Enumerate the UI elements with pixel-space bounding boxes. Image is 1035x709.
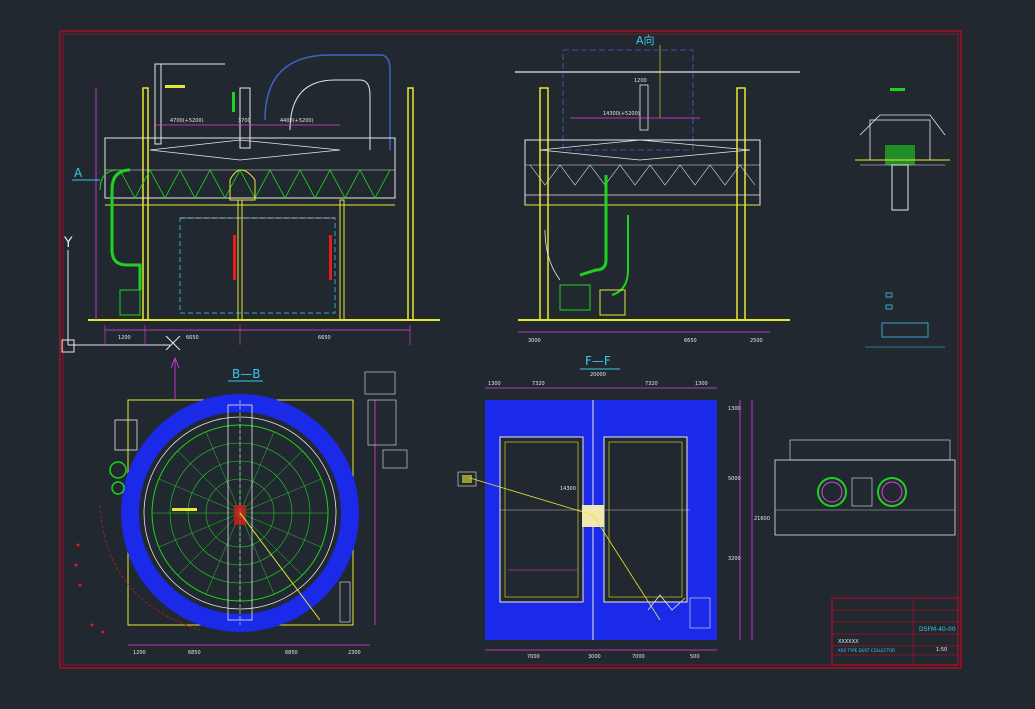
dim-left-top-2: 3700 xyxy=(238,118,251,124)
dim-mid-bottom-3: 2500 xyxy=(750,338,763,344)
dim-ff-bottom-4: 500 xyxy=(690,654,700,660)
drawing-border-outer xyxy=(59,30,962,669)
left-elevation-view: 4700(+5200) 3700 4400(+5200) 1200 6650 6… xyxy=(72,54,440,345)
view-a-title: A向 xyxy=(636,33,655,47)
section-ff-plan: F—F 1300 7320 20000 7320 1300 7000 3000 … xyxy=(457,354,770,660)
dim-mid-bottom-1: 3000 xyxy=(528,338,541,344)
ucs-y-label: Y xyxy=(63,235,73,251)
dim-left-top-3: 4400(+5200) xyxy=(280,118,314,124)
dim-ff-top-3: 20000 xyxy=(590,372,606,378)
dim-ff-top-1: 1300 xyxy=(488,381,501,387)
drawing-border-inner xyxy=(62,33,959,666)
title-scale: 1:50 xyxy=(936,647,947,653)
legend-block xyxy=(865,292,945,348)
dim-bb-bottom-3: 6850 xyxy=(285,650,298,656)
title-main: XXXXXX xyxy=(838,639,859,645)
dim-left-bottom-3: 6650 xyxy=(318,335,331,341)
dim-ff-right-3: 3200 xyxy=(728,556,741,562)
section-bb-plan: B—B xyxy=(74,356,408,656)
dim-left-bottom-1: 1200 xyxy=(118,335,131,341)
dim-mid-top: 14300(+5200) xyxy=(603,111,640,117)
dim-ff-right-2: 5000 xyxy=(728,476,741,482)
dim-ff-right-1: 1300 xyxy=(728,406,741,412)
dim-ff-bottom-1: 7000 xyxy=(527,654,540,660)
title-block: DSFM-40-00 XXXXXX XXX TYPE DUST COLLECTO… xyxy=(831,597,959,666)
dim-bb-bottom-2: 6850 xyxy=(188,650,201,656)
dim-mid-center: 1200 xyxy=(634,78,647,84)
section-ff-title: F—F xyxy=(585,354,611,368)
dim-ff-top-4: 7320 xyxy=(645,381,658,387)
section-bb-title: B—B xyxy=(232,367,260,381)
dim-ff-top-2: 7320 xyxy=(532,381,545,387)
dim-ff-right-4: 21600 xyxy=(754,516,770,522)
dim-ff-inner: 14300 xyxy=(560,486,576,492)
view-a-elevation: A向 14300(+5200) 1200 3000 6650 2500 xyxy=(515,33,800,344)
dim-left-top-1: 4700(+5200) xyxy=(170,118,204,124)
dim-ff-top-5: 1300 xyxy=(695,381,708,387)
dim-ff-bottom-2: 3000 xyxy=(588,654,601,660)
top-right-detail xyxy=(855,88,950,211)
dim-ff-bottom-3: 7000 xyxy=(632,654,645,660)
bottom-right-plan xyxy=(774,439,956,536)
dim-mid-bottom-2: 6650 xyxy=(684,338,697,344)
title-drawing-no: DSFM-40-00 xyxy=(919,626,956,633)
dim-left-bottom-2: 6650 xyxy=(186,335,199,341)
dim-bb-bottom-4: 2300 xyxy=(348,650,361,656)
view-a-marker: A xyxy=(74,166,83,180)
title-subtitle: XXX TYPE DUST COLLECTOR xyxy=(838,648,895,653)
dim-bb-bottom-1: 1200 xyxy=(133,650,146,656)
ucs-icon: Y xyxy=(61,235,181,353)
